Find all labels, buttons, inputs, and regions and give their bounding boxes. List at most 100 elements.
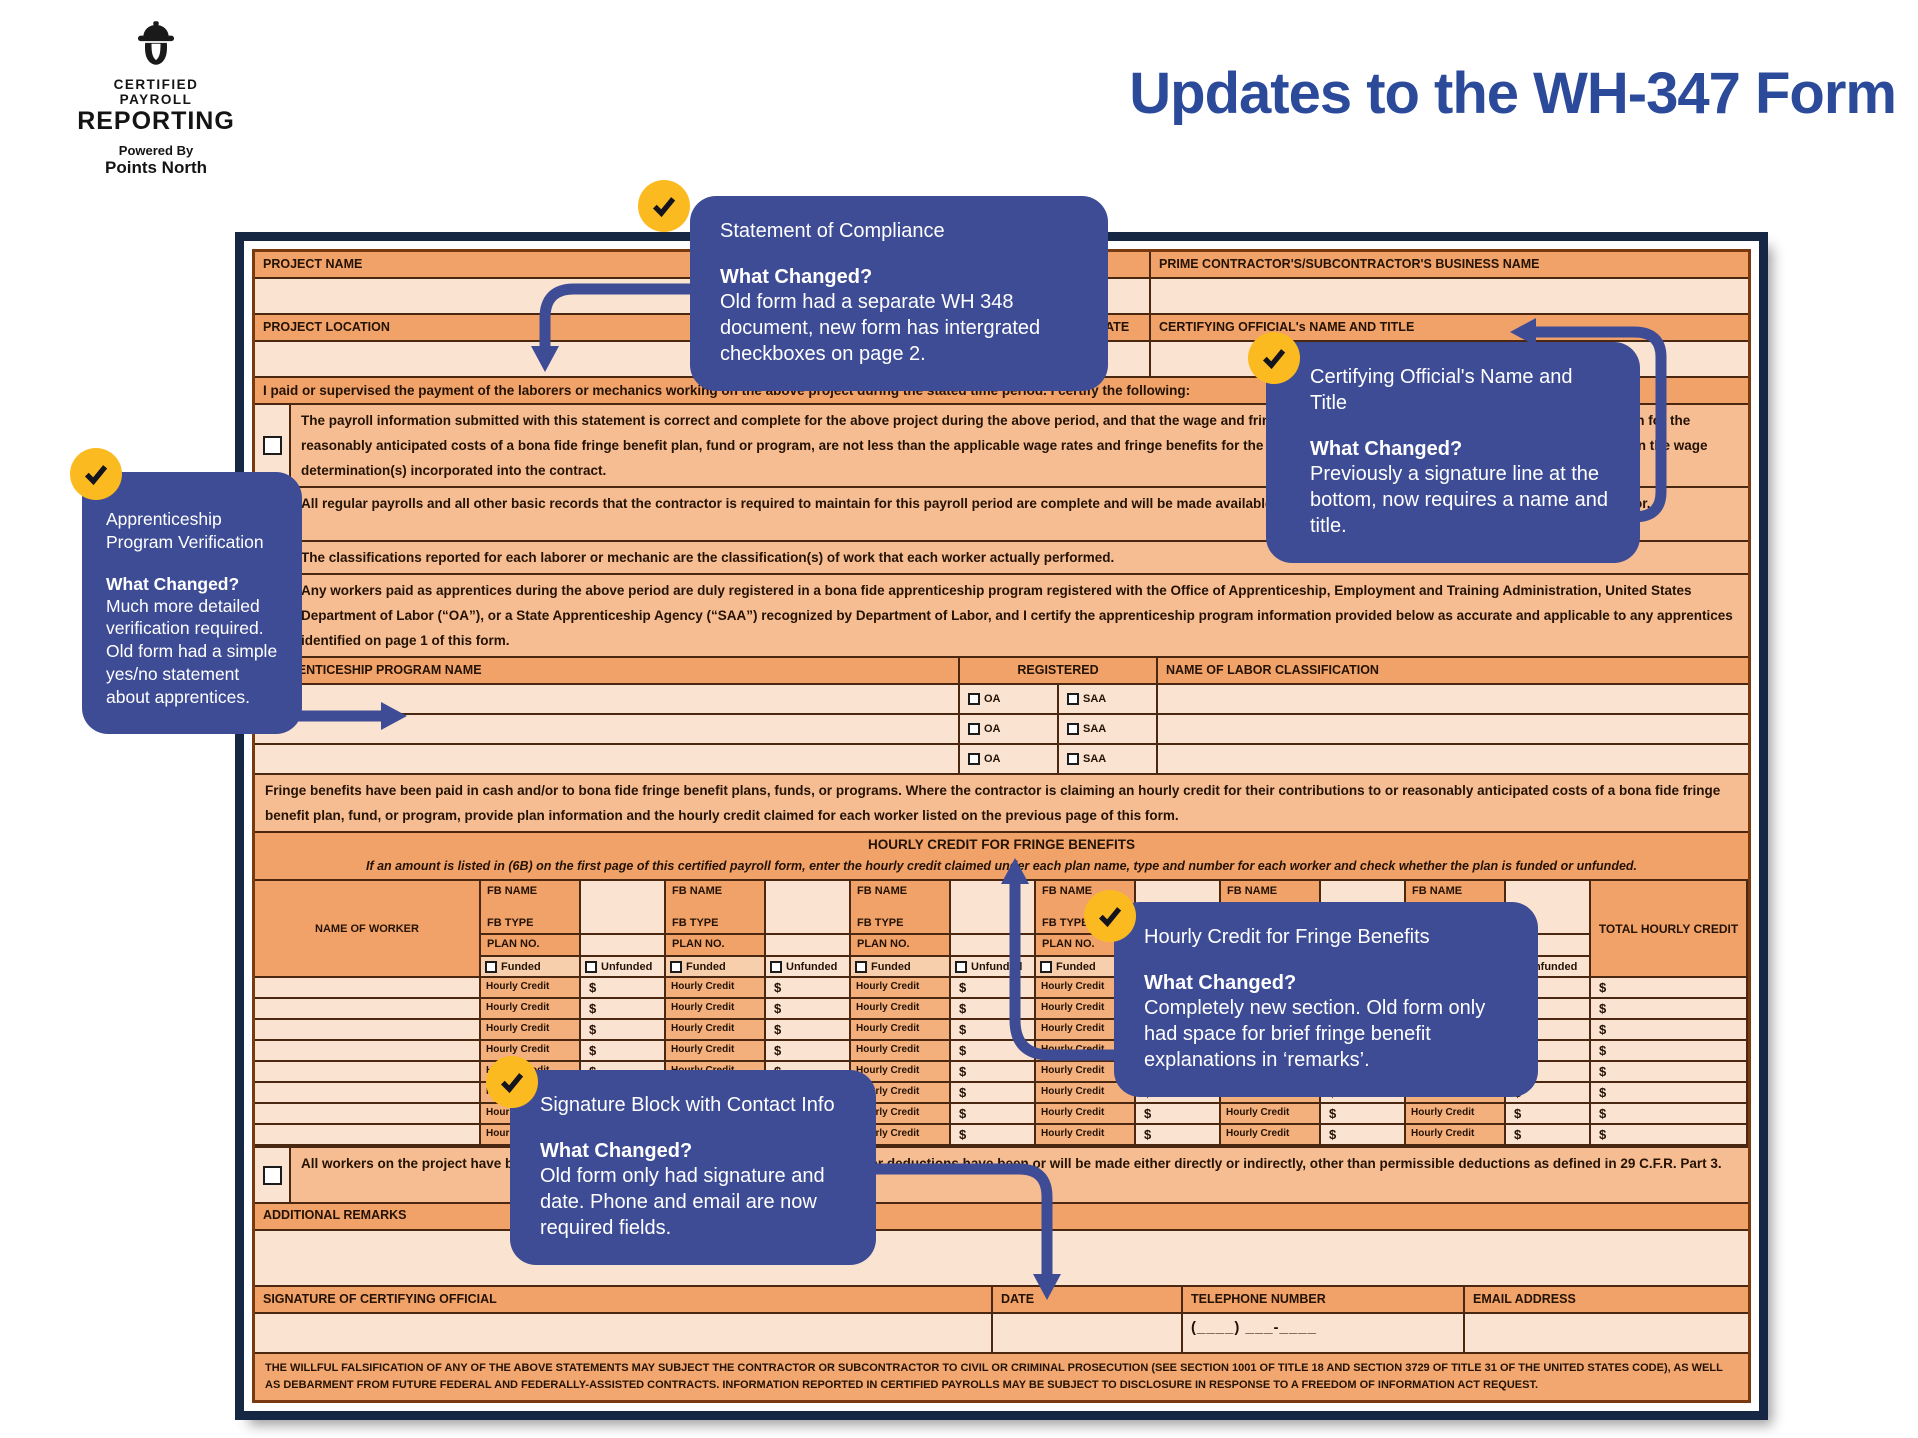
checkbox-icon bbox=[670, 960, 682, 973]
apprenticeship-row: OA SAA bbox=[255, 685, 1748, 715]
hourly-credit-label-cell: Hourly Credit bbox=[851, 978, 951, 999]
registered-saa-cell: SAA bbox=[1059, 745, 1158, 773]
hourly-credit-label-cell: Hourly Credit bbox=[481, 999, 581, 1020]
hourly-credit-label-cell: Hourly Credit bbox=[1406, 1125, 1506, 1146]
logo-text-points-north: Points North bbox=[105, 158, 207, 177]
hourly-credit-label-cell: Hourly Credit bbox=[481, 1041, 581, 1062]
unfunded-checkbox-cell: Unfunded bbox=[581, 957, 666, 978]
funded-checkbox-cell: Funded bbox=[851, 957, 951, 978]
hourly-credit-amount-cell: $ bbox=[951, 1062, 1036, 1083]
hourly-credit-label-cell: Hourly Credit bbox=[851, 1125, 951, 1146]
hourly-credit-amount-cell: $ bbox=[581, 999, 666, 1020]
worker-name-cell bbox=[255, 999, 481, 1020]
callout-statement-of-compliance: Statement of Compliance What Changed? Ol… bbox=[638, 180, 1108, 391]
checkbox-with-label: Funded bbox=[670, 960, 726, 973]
hourly-credit-label-cell: Hourly Credit bbox=[1221, 1125, 1321, 1146]
business-name-field bbox=[1151, 279, 1748, 313]
worker-name-cell bbox=[255, 1020, 481, 1041]
total-hourly-credit-cell: $ bbox=[1591, 1020, 1748, 1041]
total-hourly-credit-cell: $ bbox=[1591, 999, 1748, 1020]
apprenticeship-program-name-header: APPRENTICESHIP PROGRAM NAME bbox=[255, 658, 960, 683]
hourly-credit-amount-cell: $ bbox=[951, 1104, 1036, 1125]
checkbox-label: OA bbox=[984, 723, 1001, 735]
checkbox-label: Unfunded bbox=[601, 960, 653, 973]
fb-name-label: FB NAME bbox=[1412, 885, 1463, 897]
additional-remarks-field bbox=[255, 1231, 1748, 1287]
checkbox-icon bbox=[968, 693, 980, 705]
hourly-credit-amount-cell: $ bbox=[1136, 1104, 1221, 1125]
registered-oa-cell: OA bbox=[960, 685, 1059, 713]
fb-name-type-value bbox=[951, 881, 1036, 935]
callout-heading: What Changed? bbox=[1144, 972, 1297, 994]
total-hourly-credit-cell: $ bbox=[1591, 1062, 1748, 1083]
checkbox-with-label: Funded bbox=[1040, 960, 1096, 973]
hourly-credit-label-cell: Hourly Credit bbox=[666, 1020, 766, 1041]
funded-checkbox-cell: Funded bbox=[666, 957, 766, 978]
business-name-label: PRIME CONTRACTOR'S/SUBCONTRACTOR'S BUSIN… bbox=[1151, 252, 1748, 277]
hourly-credit-amount-cell: $ bbox=[951, 1020, 1036, 1041]
worker-name-cell bbox=[255, 1083, 481, 1104]
all-workers-checkbox-cell bbox=[255, 1148, 291, 1202]
total-hourly-credit-cell: $ bbox=[1591, 1125, 1748, 1146]
callout-title: Certifying Official's Name and Title bbox=[1310, 366, 1573, 414]
hourly-credit-amount-cell: $ bbox=[1136, 1125, 1221, 1146]
hourly-credit-label-cell: Hourly Credit bbox=[666, 978, 766, 999]
worker-name-cell bbox=[255, 1125, 481, 1146]
check-badge-icon bbox=[638, 180, 690, 232]
worker-name-cell bbox=[255, 1062, 481, 1083]
hourly-credit-label-cell: Hourly Credit bbox=[851, 999, 951, 1020]
checkbox-with-label: SAA bbox=[1067, 693, 1106, 705]
page-title: Updates to the WH-347 Form bbox=[1129, 61, 1897, 126]
callout-signature-block: Signature Block with Contact Info What C… bbox=[486, 1056, 876, 1265]
apprenticeship-program-field bbox=[255, 685, 960, 713]
checkbox-with-label: SAA bbox=[1067, 753, 1106, 765]
hourly-credit-label-cell: Hourly Credit bbox=[1036, 1104, 1136, 1125]
callout-title: Apprenticeship Program Verification bbox=[106, 509, 264, 552]
hourly-credit-amount-cell: $ bbox=[951, 978, 1036, 999]
hourly-credit-label-cell: Hourly Credit bbox=[851, 1041, 951, 1062]
fb-plan-no-value bbox=[766, 935, 851, 957]
total-hourly-credit-cell: $ bbox=[1591, 1083, 1748, 1104]
callout-heading: What Changed? bbox=[106, 573, 240, 594]
fb-type-label: FB TYPE bbox=[487, 917, 534, 929]
hourly-credit-amount-cell: $ bbox=[581, 1020, 666, 1041]
registered-header: REGISTERED bbox=[960, 658, 1158, 683]
checkbox-label: SAA bbox=[1083, 693, 1107, 705]
checkbox-with-label: Funded bbox=[485, 960, 541, 973]
hourly-credit-amount-cell: $ bbox=[951, 1083, 1036, 1104]
checkbox-with-label: Unfunded bbox=[770, 960, 837, 973]
checkbox-icon bbox=[968, 753, 980, 765]
hourly-credit-label-cell: Hourly Credit bbox=[851, 1020, 951, 1041]
fb-plan-no-label: PLAN NO. bbox=[851, 935, 951, 957]
labor-classification-header: NAME OF LABOR CLASSIFICATION bbox=[1158, 658, 1748, 683]
hourly-credit-amount-cell: $ bbox=[1321, 1104, 1406, 1125]
fb-name-label: FB NAME bbox=[857, 885, 908, 897]
callout-body: Previously a signature line at the botto… bbox=[1310, 463, 1608, 537]
fb-plan-no-value bbox=[951, 935, 1036, 957]
callout-title: Hourly Credit for Fringe Benefits bbox=[1144, 926, 1430, 948]
registered-saa-cell: SAA bbox=[1059, 685, 1158, 713]
certification-item-4: Any workers paid as apprentices during t… bbox=[255, 575, 1748, 658]
hourly-credit-label-cell: Hourly Credit bbox=[666, 999, 766, 1020]
apprenticeship-program-field bbox=[255, 745, 960, 773]
fb-type-label: FB TYPE bbox=[857, 917, 904, 929]
callout-body: Much more detailed verification required… bbox=[106, 595, 278, 707]
worker-name-cell bbox=[255, 978, 481, 999]
hourly-credit-amount-cell: $ bbox=[766, 1041, 851, 1062]
check-badge-icon bbox=[70, 448, 122, 500]
check-badge-icon bbox=[486, 1056, 538, 1108]
labor-classification-field bbox=[1158, 745, 1748, 773]
date-label: DATE bbox=[993, 1287, 1183, 1312]
hourly-credit-amount-cell: $ bbox=[581, 1041, 666, 1062]
checkbox-with-label: OA bbox=[968, 753, 1001, 765]
unfunded-checkbox-cell: Unfunded bbox=[951, 957, 1036, 978]
signature-field bbox=[255, 1314, 993, 1352]
checkbox-label: Funded bbox=[501, 960, 541, 973]
checkbox-label: SAA bbox=[1083, 753, 1107, 765]
checkbox-with-label: OA bbox=[968, 693, 1001, 705]
checkbox-with-label: Funded bbox=[855, 960, 911, 973]
fringe-benefits-intro: Fringe benefits have been paid in cash a… bbox=[255, 775, 1748, 833]
worker-name-header: NAME OF WORKER bbox=[255, 881, 481, 978]
telephone-label: TELEPHONE NUMBER bbox=[1183, 1287, 1465, 1312]
